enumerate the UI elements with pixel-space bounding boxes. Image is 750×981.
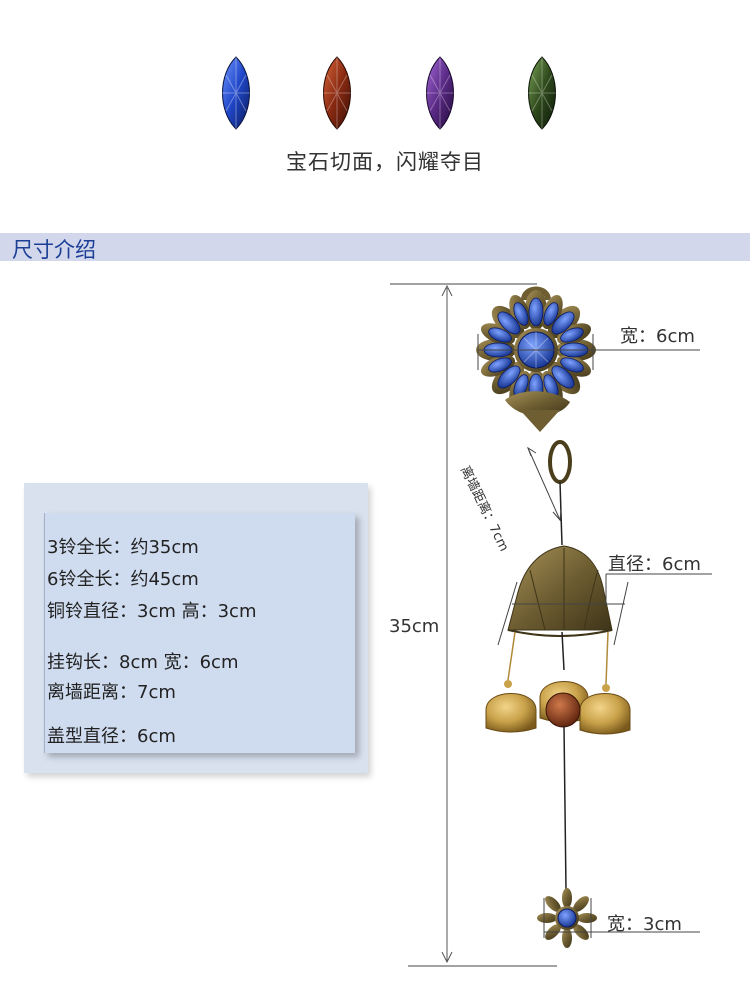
- gem-showcase: 宝石切面，闪耀夺目: [0, 0, 750, 215]
- section-header: 尺寸介绍: [0, 233, 750, 262]
- wind-chime-illustration: [390, 283, 712, 967]
- purple-gem-image: [418, 55, 462, 131]
- section-title: 尺寸介绍: [12, 238, 96, 262]
- spec-panel: 3铃全长：约35cm 6铃全长：约45cm 铜铃直径：3cm 高：3cm 挂钩长…: [44, 513, 355, 753]
- spec-line: 挂钩长：8cm 宽：6cm: [47, 652, 239, 673]
- green-gem-image: [520, 55, 564, 131]
- blue-gem-image: [214, 55, 258, 131]
- spec-line: 铜铃直径：3cm 高：3cm: [47, 601, 257, 622]
- gem-caption: 宝石切面，闪耀夺目: [286, 150, 484, 174]
- bottom-width-label: 宽：3cm: [607, 914, 682, 935]
- red-gem-image: [315, 55, 359, 131]
- spec-line: 离墙距离：7cm: [47, 682, 176, 703]
- spec-card: 3铃全长：约35cm 6铃全长：约45cm 铜铃直径：3cm 高：3cm 挂钩长…: [24, 483, 368, 773]
- spec-line: 6铃全长：约45cm: [47, 569, 199, 590]
- wind-chime-diagram: 宽：6cm 离墙距离：7cm 直径：6cm 35cm 宽：3cm: [0, 270, 750, 976]
- bell-diameter-label: 直径：6cm: [608, 554, 701, 575]
- top-width-label: 宽：6cm: [620, 326, 695, 347]
- spec-line: 盖型直径：6cm: [47, 726, 176, 747]
- spec-line: 3铃全长：约35cm: [47, 537, 199, 558]
- total-length-label: 35cm: [389, 616, 440, 637]
